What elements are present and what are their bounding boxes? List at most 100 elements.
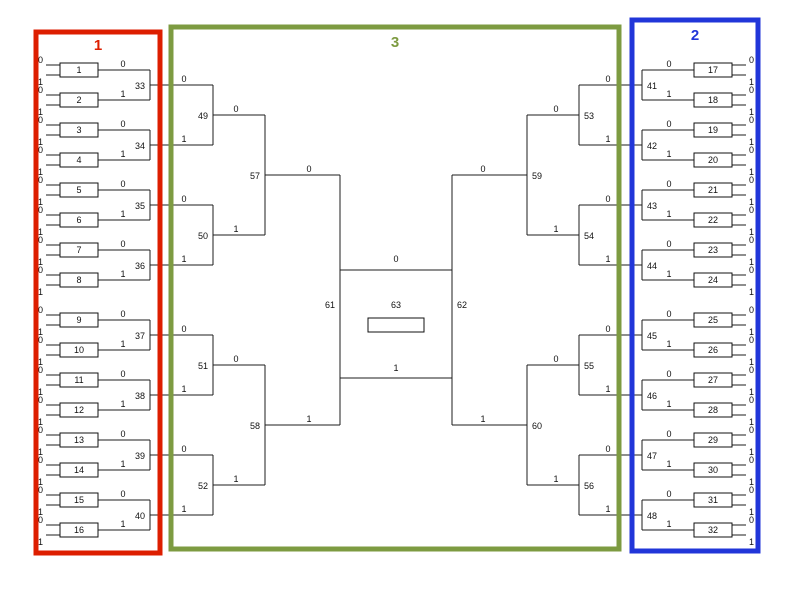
edge-label: 1	[306, 414, 311, 424]
edge-label: 1	[181, 254, 186, 264]
leaf-number-11: 11	[74, 375, 83, 385]
edge-label: 0	[120, 429, 125, 439]
region-left-label: 1	[94, 37, 102, 54]
leaf-input-label: 1	[749, 477, 754, 487]
edge-label: 0	[553, 104, 558, 114]
leaf-input-label: 0	[749, 365, 754, 375]
edge-label: 1	[181, 384, 186, 394]
leaf-input-label: 1	[38, 447, 43, 457]
edge-label: 0	[480, 164, 485, 174]
edge-label: 0	[120, 309, 125, 319]
edge-label: 1	[666, 269, 671, 279]
node-label-57: 57	[250, 171, 260, 181]
leaf-input-label: 1	[749, 287, 754, 297]
edge-label: 1	[120, 339, 125, 349]
node-label-54: 54	[584, 231, 594, 241]
leaf-number-23: 23	[708, 245, 718, 255]
leaf-input-label: 0	[749, 85, 754, 95]
node-label-62: 62	[457, 300, 467, 310]
node-label-53: 53	[584, 111, 594, 121]
leaf-input-label: 0	[38, 425, 43, 435]
edge-label: 1	[120, 269, 125, 279]
node-label-43: 43	[647, 201, 657, 211]
node-label-44: 44	[647, 261, 657, 271]
edge-label: 1	[181, 134, 186, 144]
node-label-59: 59	[532, 171, 542, 181]
node-label-39: 39	[135, 451, 145, 461]
edge-label: 1	[666, 519, 671, 529]
edge-label: 0	[666, 119, 671, 129]
leaf-input-label: 0	[38, 455, 43, 465]
leaf-input-label: 1	[38, 507, 43, 517]
edge-label: 0	[181, 324, 186, 334]
leaf-input-label: 0	[38, 235, 43, 245]
leaf-input-label: 1	[38, 167, 43, 177]
edge-label: 1	[666, 89, 671, 99]
node-label-48: 48	[647, 511, 657, 521]
leaf-number-10: 10	[74, 345, 84, 355]
edge-label: 1	[120, 459, 125, 469]
edge-label: 1	[605, 384, 610, 394]
leaf-input-label: 1	[749, 387, 754, 397]
leaf-input-label: 0	[749, 425, 754, 435]
leaf-number-22: 22	[708, 215, 718, 225]
node-label-46: 46	[647, 391, 657, 401]
node-label-56: 56	[584, 481, 594, 491]
leaf-input-label: 1	[749, 507, 754, 517]
leaf-input-label: 1	[749, 77, 754, 87]
leaf-input-label: 0	[38, 395, 43, 405]
edge-label: 0	[393, 254, 398, 264]
edge-label: 1	[666, 399, 671, 409]
leaf-number-32: 32	[708, 525, 718, 535]
edge-label: 0	[666, 179, 671, 189]
leaf-input-label: 1	[749, 537, 754, 547]
leaf-input-label: 0	[38, 55, 43, 65]
node-label-37: 37	[135, 331, 145, 341]
edge-label: 1	[553, 474, 558, 484]
leaf-input-label: 0	[749, 265, 754, 275]
edge-label: 1	[120, 399, 125, 409]
edge-label: 0	[553, 354, 558, 364]
leaf-input-label: 0	[38, 205, 43, 215]
leaf-input-label: 1	[38, 477, 43, 487]
edge-label: 0	[181, 194, 186, 204]
leaf-number-16: 16	[74, 525, 84, 535]
edge-label: 1	[120, 89, 125, 99]
leaf-input-label: 0	[38, 85, 43, 95]
leaf-number-9: 9	[76, 315, 81, 325]
leaf-input-label: 0	[38, 485, 43, 495]
region-right-box	[629, 17, 761, 554]
leaf-input-label: 0	[749, 175, 754, 185]
edge-label: 1	[393, 363, 398, 373]
leaf-input-label: 0	[749, 515, 754, 525]
leaf-input-label: 0	[38, 335, 43, 345]
leaf-number-29: 29	[708, 435, 718, 445]
node-label-61: 61	[325, 300, 335, 310]
leaf-number-5: 5	[76, 185, 81, 195]
edge-label: 1	[233, 474, 238, 484]
edge-label: 1	[666, 339, 671, 349]
leaf-input-label: 1	[38, 287, 43, 297]
leaf-input-label: 1	[38, 77, 43, 87]
node-label-45: 45	[647, 331, 657, 341]
edge-label: 0	[666, 429, 671, 439]
leaf-input-label: 0	[38, 265, 43, 275]
leaf-number-13: 13	[74, 435, 84, 445]
edge-label: 0	[605, 324, 610, 334]
leaf-number-21: 21	[708, 185, 718, 195]
leaf-number-8: 8	[76, 275, 81, 285]
leaf-input-label: 1	[38, 327, 43, 337]
leaf-input-label: 1	[38, 197, 43, 207]
leaf-number-19: 19	[708, 125, 718, 135]
region-right-label: 2	[691, 27, 699, 44]
leaf-input-label: 0	[749, 55, 754, 65]
leaf-number-12: 12	[74, 405, 84, 415]
edge-label: 1	[666, 149, 671, 159]
region-center-box	[168, 24, 622, 552]
edge-label: 0	[120, 119, 125, 129]
edge-label: 1	[605, 134, 610, 144]
leaf-number-28: 28	[708, 405, 718, 415]
edge-label: 0	[181, 444, 186, 454]
